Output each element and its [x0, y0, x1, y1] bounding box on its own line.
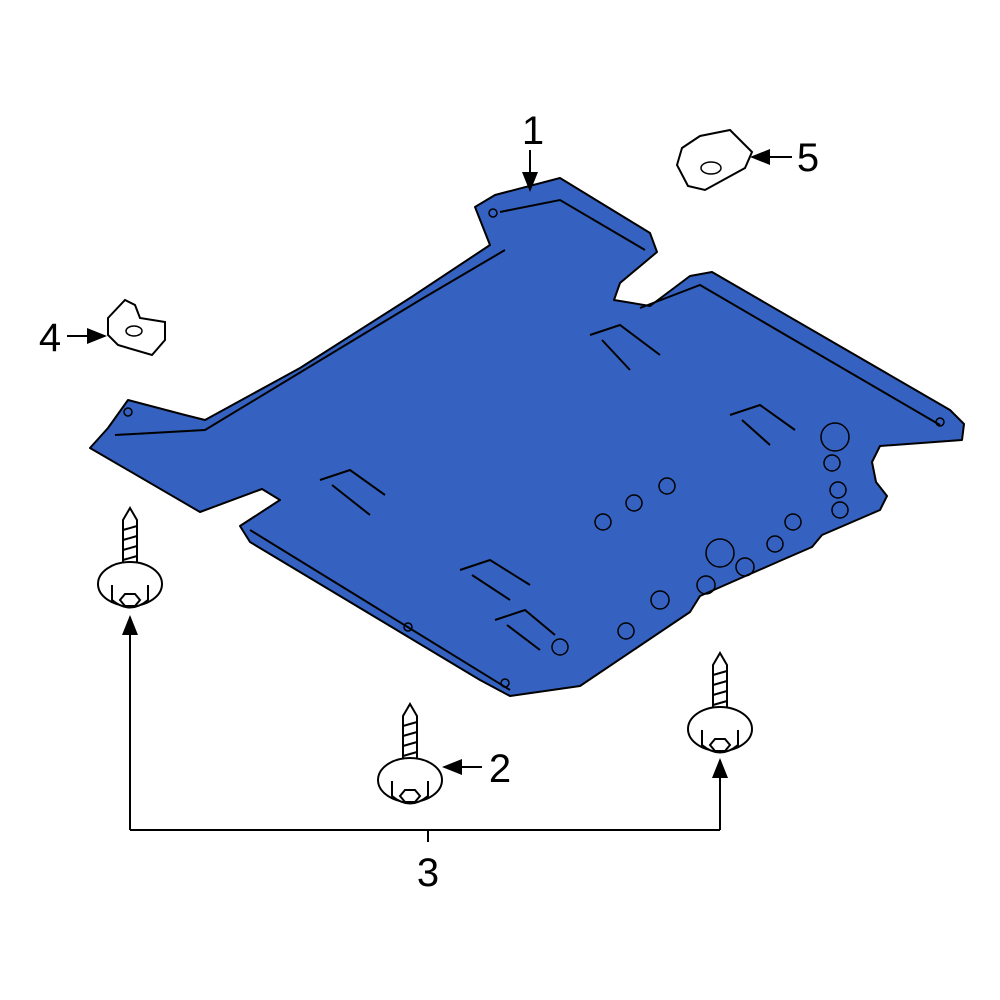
bolt-center	[377, 703, 443, 805]
leader-lines	[67, 149, 792, 842]
bolt-left	[97, 506, 163, 609]
clip-nut-4	[107, 298, 166, 357]
bolt-right	[687, 652, 753, 754]
callout-5: 5	[797, 136, 819, 180]
callout-1: 1	[522, 109, 544, 153]
callout-2: 2	[489, 747, 511, 791]
clip-nut-5	[675, 128, 754, 192]
plate-holes	[123, 208, 945, 688]
callout-3: 3	[417, 851, 439, 895]
callout-4: 4	[39, 316, 61, 360]
splash-shield-plate	[89, 177, 965, 697]
